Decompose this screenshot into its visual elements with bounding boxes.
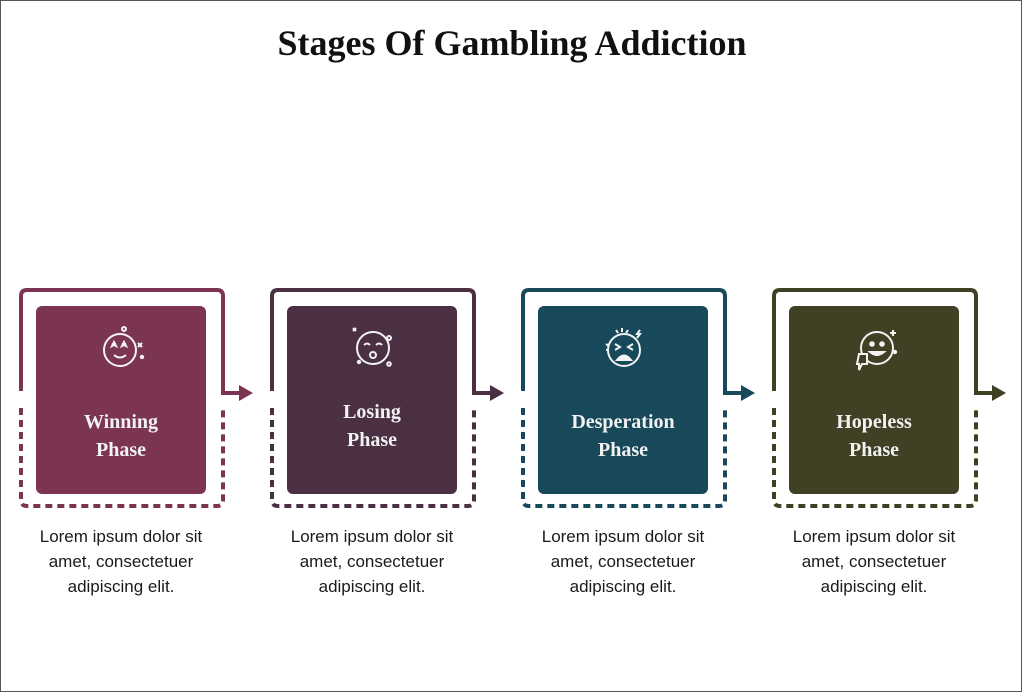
crying-emoji-icon: [605, 328, 642, 367]
stage-label-line1: Hopeless: [836, 411, 912, 433]
stage-hopeless: Hopeless Phase: [772, 286, 1022, 516]
stage-label-line2: Phase: [347, 429, 397, 451]
description-line: Lorem ipsum dolor sit: [290, 527, 454, 546]
stage-card: Winning Phase: [36, 306, 206, 494]
stage-label-line1: Desperation: [571, 411, 675, 433]
stage-description-losing: Lorem ipsum dolor sit amet, consectetuer…: [262, 524, 482, 599]
description-line: Lorem ipsum dolor sit: [39, 527, 203, 546]
stage-outline: [521, 288, 755, 508]
stage-label-line2: Phase: [598, 439, 648, 461]
description-line: adipiscing elit.: [318, 577, 426, 596]
stage-description-hopeless: Lorem ipsum dolor sit amet, consectetuer…: [764, 524, 984, 599]
page-title: Stages Of Gambling Addiction: [277, 23, 747, 63]
description-line: amet, consectetuer: [801, 552, 947, 571]
description-line: adipiscing elit.: [569, 577, 677, 596]
thumbs-down-emoji-icon: [855, 330, 898, 371]
description-line: adipiscing elit.: [67, 577, 175, 596]
stage-winning: Winning Phase: [19, 286, 269, 516]
stage-desperation: Desperation Phase: [521, 286, 771, 516]
description-line: Lorem ipsum dolor sit: [541, 527, 705, 546]
stage-card: Losing Phase: [287, 306, 457, 494]
sad-emoji-icon: [352, 327, 392, 367]
description-line: Lorem ipsum dolor sit: [792, 527, 956, 546]
stage-card: Hopeless Phase: [789, 306, 959, 494]
star-eyes-emoji-icon: [103, 326, 145, 367]
stage-card: Desperation Phase: [538, 306, 708, 494]
description-line: adipiscing elit.: [820, 577, 928, 596]
stage-label-line1: Losing: [343, 401, 401, 423]
description-line: amet, consectetuer: [299, 552, 445, 571]
description-line: amet, consectetuer: [550, 552, 696, 571]
stage-losing: Losing Phase: [270, 286, 520, 516]
stage-outline: [772, 288, 1006, 508]
stage-outline: [270, 288, 504, 508]
stage-description-desperation: Lorem ipsum dolor sit amet, consectetuer…: [513, 524, 733, 599]
stage-label-line2: Phase: [96, 439, 146, 461]
stage-outline: [19, 288, 253, 508]
description-line: amet, consectetuer: [48, 552, 194, 571]
stage-label-line2: Phase: [849, 439, 899, 461]
stage-description-winning: Lorem ipsum dolor sit amet, consectetuer…: [11, 524, 231, 599]
stage-label-line1: Winning: [83, 411, 159, 433]
